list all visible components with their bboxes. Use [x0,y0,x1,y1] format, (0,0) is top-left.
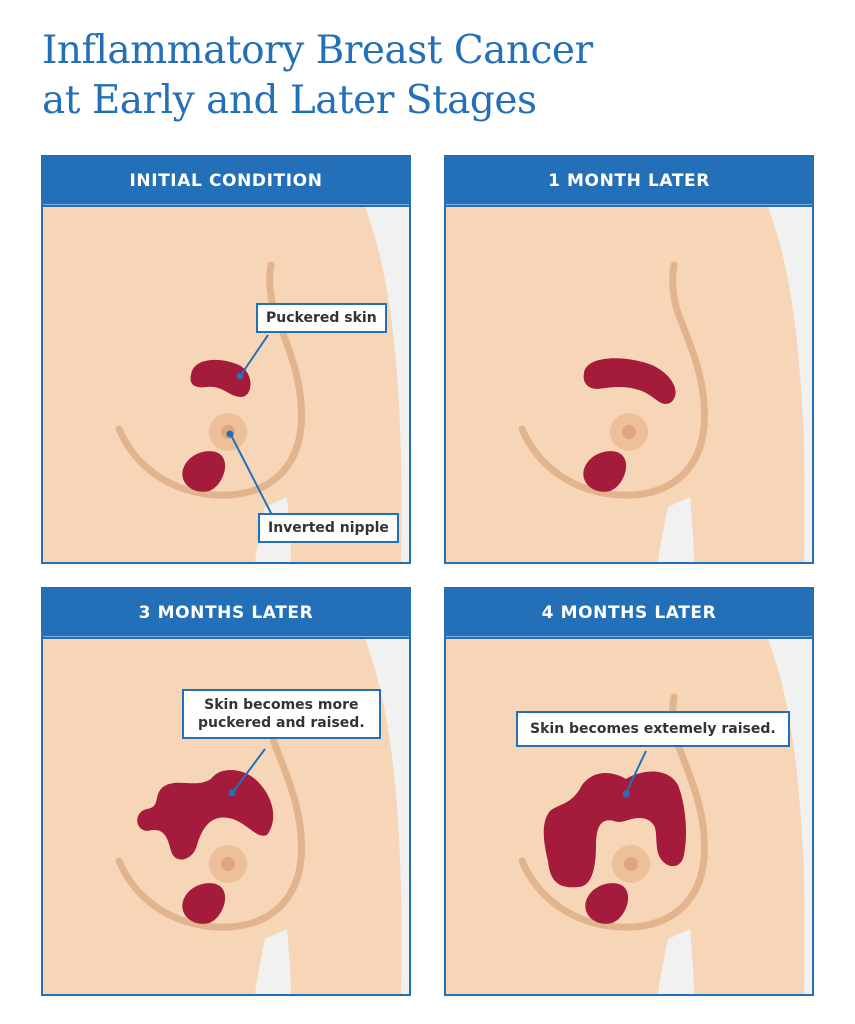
lesion-upper [137,770,274,860]
leader-dot-nipple [226,430,234,438]
panel-header: 4 MONTHS LATER [446,589,812,637]
breast-illustration: Puckered skin Inverted nipple [43,205,409,562]
arm-gap [658,497,694,562]
title-line-2: at Early and Later Stages [42,78,537,123]
breast-illustration: Skin becomes extemely raised. [446,637,812,994]
callout-line-1: Skin becomes more [204,697,359,713]
leader-puckered [240,334,269,376]
panel-initial-condition: INITIAL CONDITION Puckered skin Inverted… [41,155,411,564]
background-gap [365,639,409,994]
nipple [221,857,235,871]
lesion-upper [190,359,251,397]
lesion-lower [583,451,627,492]
lesion-lower [182,883,226,924]
breast-illustration [446,205,812,562]
leader-nipple [230,434,274,518]
arm-gap [658,929,694,994]
callout-extremely-raised: Skin becomes extemely raised. [516,711,790,747]
lesion-lower [182,451,226,492]
background-gap [768,639,812,994]
lesion-lower [585,883,629,924]
background-gap [365,207,409,562]
title-line-1: Inflammatory Breast Cancer [42,28,593,73]
panel-3-months-later: 3 MONTHS LATER Skin becomes more puckere… [41,587,411,996]
background-gap [768,207,812,562]
leader-line [232,748,266,793]
panel-header: INITIAL CONDITION [43,157,409,205]
callout-inverted-nipple: Inverted nipple [258,513,399,543]
panel-1-month-later: 1 MONTH LATER [444,155,814,564]
leader-dot [228,789,236,797]
breast-diagram-icon [518,639,812,994]
breast-diagram-icon [518,207,812,562]
page-title: Inflammatory Breast Cancer at Early and … [42,26,593,126]
lesion-upper [583,358,676,404]
lesion-upper [543,771,686,888]
panel-4-months-later: 4 MONTHS LATER Skin becomes extemely rai… [444,587,814,996]
callout-puckered-skin: Puckered skin [256,303,387,333]
nipple [624,857,638,871]
nipple [622,425,636,439]
callout-line-2: puckered and raised. [198,715,365,731]
leader-dot [622,790,630,798]
panel-header: 3 MONTHS LATER [43,589,409,637]
callout-more-puckered: Skin becomes more puckered and raised. [182,689,381,739]
arm-gap [255,929,291,994]
leader-dot-puckered [236,372,244,380]
panel-header: 1 MONTH LATER [446,157,812,205]
breast-illustration: Skin becomes more puckered and raised. [43,637,409,994]
breast-diagram-icon [115,207,409,562]
leader-line [625,750,647,794]
breast-outline [518,261,708,499]
